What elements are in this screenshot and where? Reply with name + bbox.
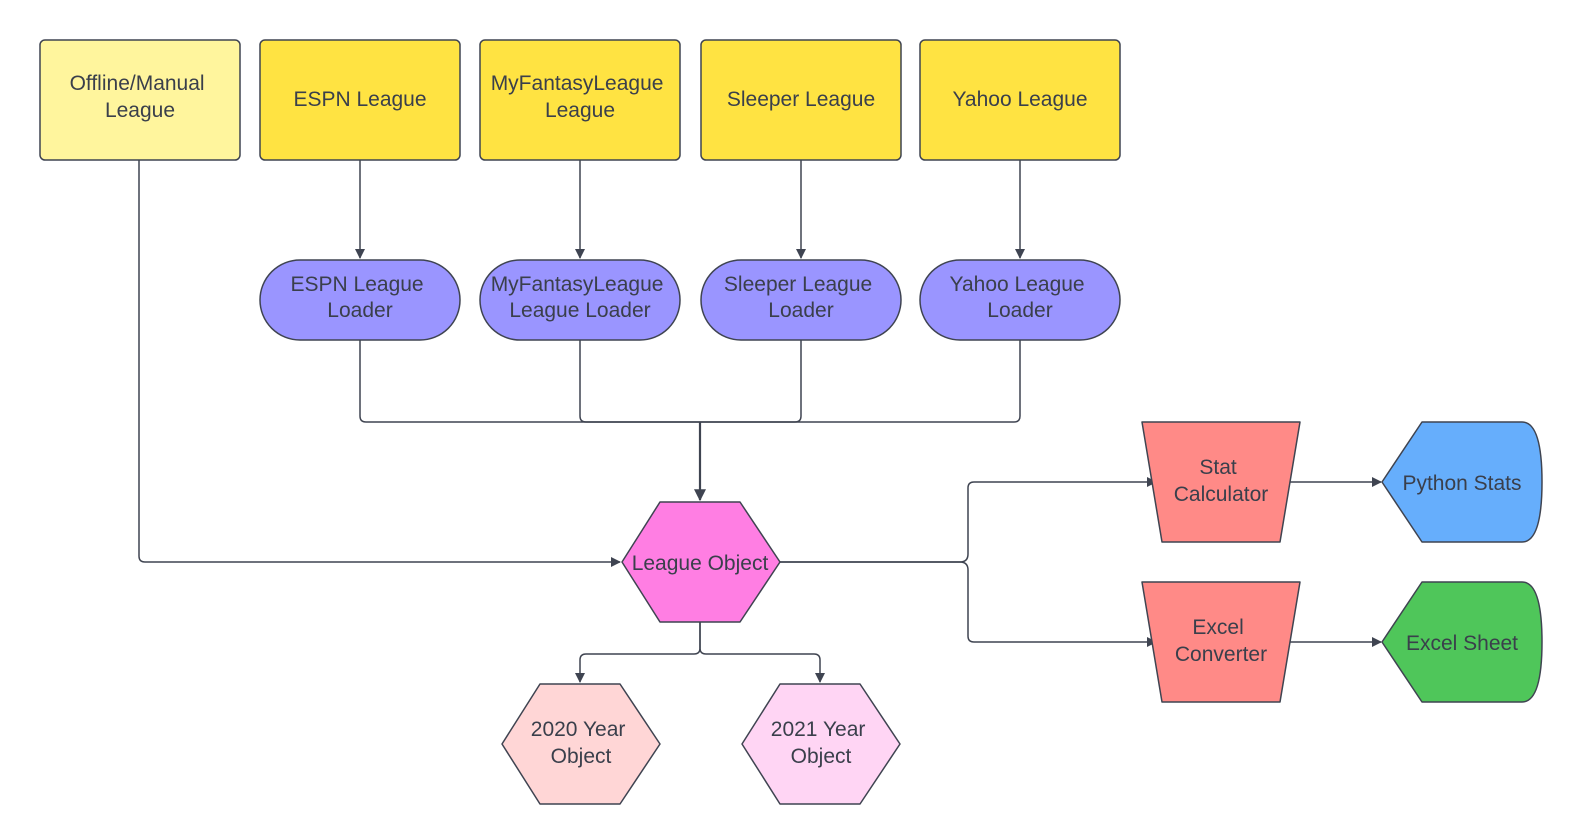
yahoo-league-shape bbox=[919, 39, 1121, 161]
excel-converter-label: Excel Converter bbox=[1175, 616, 1267, 666]
mfl-league-shape bbox=[479, 39, 681, 161]
offline-league-node: Offline/Manual League bbox=[39, 39, 241, 161]
league-object-label: League Object bbox=[632, 552, 769, 575]
edge-mfl-loader-to-junction bbox=[579, 338, 700, 423]
offline-league-label: Offline/Manual League bbox=[70, 72, 211, 122]
sleeper-loader-label-line-1: Sleeper League bbox=[724, 273, 872, 296]
year-2021-label-line-2: Object bbox=[791, 745, 852, 768]
stat-calculator-node: Stat Calculator bbox=[1141, 421, 1301, 543]
year-2021-label-line-1: 2021 Year bbox=[771, 718, 866, 741]
excel-sheet-label: Excel Sheet bbox=[1406, 632, 1518, 655]
year-2020-label-line-1: 2020 Year bbox=[531, 718, 626, 741]
excel-converter-shape bbox=[1141, 581, 1301, 703]
mfl-league-label-line-1: MyFantasyLeague bbox=[491, 72, 664, 95]
excel-sheet-node: Excel Sheet bbox=[1381, 581, 1543, 703]
sleeper-loader-label: Sleeper League Loader bbox=[724, 273, 878, 322]
yahoo-loader-shape bbox=[919, 259, 1121, 341]
stat-calculator-label-line-1: Stat bbox=[1199, 456, 1237, 479]
year-2020-node: 2020 Year Object bbox=[501, 683, 661, 805]
yahoo-loader-label-line-2: Loader bbox=[987, 299, 1052, 322]
offline-league-label-line-1: Offline/Manual bbox=[70, 72, 205, 95]
espn-league-label: ESPN League bbox=[293, 88, 426, 111]
year-2020-label: 2020 Year Object bbox=[531, 718, 631, 768]
offline-league-label-line-2: League bbox=[105, 99, 175, 122]
year-2020-label-line-2: Object bbox=[551, 745, 612, 768]
yahoo-loader-label: Yahoo League Loader bbox=[950, 273, 1091, 322]
espn-league-shape bbox=[259, 39, 461, 161]
year-2021-label: 2021 Year Object bbox=[771, 718, 871, 768]
year-2021-shape bbox=[741, 683, 901, 805]
python-stats-node: Python Stats bbox=[1381, 421, 1543, 543]
sleeper-league-label: Sleeper League bbox=[727, 88, 875, 111]
python-stats-shape bbox=[1381, 421, 1543, 543]
edge-espn-loader-to-junction bbox=[359, 338, 700, 423]
mfl-league-node: MyFantasyLeague League bbox=[479, 39, 681, 161]
yahoo-league-node: Yahoo League bbox=[919, 39, 1121, 161]
yahoo-league-label: Yahoo League bbox=[952, 88, 1087, 111]
year-2021-node: 2021 Year Object bbox=[741, 683, 901, 805]
mfl-loader-shape bbox=[479, 259, 681, 341]
espn-loader-node: ESPN League Loader bbox=[259, 259, 461, 341]
edges bbox=[138, 160, 1382, 683]
espn-loader-shape bbox=[259, 259, 461, 341]
mfl-loader-label-line-2: League Loader bbox=[509, 299, 650, 322]
edge-yahoo-loader-to-junction bbox=[700, 338, 1021, 423]
python-stats-label: Python Stats bbox=[1402, 472, 1521, 495]
offline-league-shape bbox=[39, 39, 241, 161]
league-object-shape bbox=[621, 501, 781, 623]
sleeper-league-shape bbox=[700, 39, 902, 161]
excel-sheet-shape bbox=[1381, 581, 1543, 703]
sleeper-league-node: Sleeper League bbox=[700, 39, 902, 161]
sleeper-loader-shape bbox=[700, 259, 902, 341]
excel-converter-label-line-2: Converter bbox=[1175, 643, 1267, 666]
excel-converter-label-line-1: Excel bbox=[1192, 616, 1243, 639]
excel-converter-node: Excel Converter bbox=[1141, 581, 1301, 703]
edge-league-object-to-stat-calculator bbox=[778, 477, 1157, 563]
stat-calculator-label-line-2: Calculator bbox=[1174, 483, 1269, 506]
year-2020-shape bbox=[501, 683, 661, 805]
espn-loader-label-line-1: ESPN League bbox=[291, 273, 424, 296]
mfl-loader-label-line-1: MyFantasyLeague bbox=[491, 273, 664, 296]
stat-calculator-label: Stat Calculator bbox=[1174, 456, 1269, 506]
edge-league-object-to-excel-converter bbox=[778, 561, 1157, 647]
mfl-loader-label: MyFantasyLeague League Loader bbox=[491, 273, 670, 322]
edge-offline-league-to-league-object bbox=[138, 160, 621, 567]
espn-league-node: ESPN League bbox=[259, 39, 461, 161]
yahoo-loader-label-line-1: Yahoo League bbox=[950, 273, 1085, 296]
mfl-league-label-line-2: League bbox=[545, 99, 615, 122]
mfl-league-label: MyFantasyLeague League bbox=[491, 72, 670, 122]
espn-loader-label: ESPN League Loader bbox=[291, 273, 430, 322]
stat-calculator-shape bbox=[1141, 421, 1301, 543]
yahoo-loader-node: Yahoo League Loader bbox=[919, 259, 1121, 341]
league-object-node: League Object bbox=[621, 501, 781, 623]
espn-loader-label-line-2: Loader bbox=[327, 299, 392, 322]
sleeper-loader-label-line-2: Loader bbox=[768, 299, 833, 322]
edge-league-object-to-2021-year bbox=[699, 622, 825, 683]
sleeper-loader-node: Sleeper League Loader bbox=[700, 259, 902, 341]
mfl-loader-node: MyFantasyLeague League Loader bbox=[479, 259, 681, 341]
